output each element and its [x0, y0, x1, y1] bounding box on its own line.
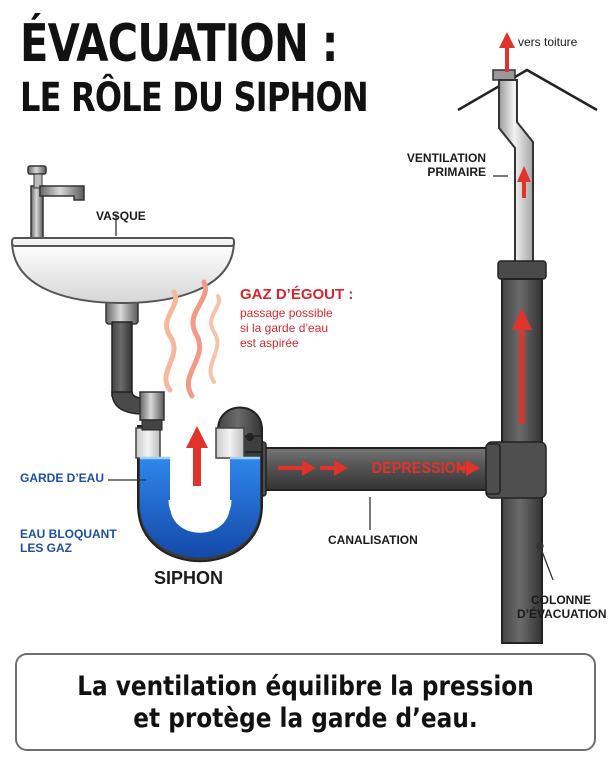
title-line-1: ÉVACUATION :	[20, 14, 338, 74]
siphon-body	[135, 406, 263, 563]
faucet	[27, 165, 85, 239]
primary-vent-pipe	[492, 69, 534, 263]
water-seal	[140, 456, 260, 558]
drain-pipe	[105, 297, 165, 431]
gas-description-line-2: si la garde d’eau	[240, 321, 329, 335]
label-water-blocking-gas: EAU BLOQUANT LES GAZ	[20, 527, 117, 556]
label-column-line-2: D’ÉVACUATION	[517, 606, 607, 621]
sewer-gas-wisps	[163, 279, 222, 399]
title-line-2: LE RÔLE DU SIPHON	[20, 75, 369, 121]
column-arrow	[512, 308, 532, 424]
caption-line-2: et protège la garde d’eau.	[133, 703, 478, 735]
label-water-seal: GARDE D’EAU	[20, 471, 105, 485]
depression-arrows	[278, 460, 480, 476]
label-sewer-gas-description: passage possible si la garde d’eau est a…	[240, 306, 333, 351]
label-to-roof: vers toiture	[518, 35, 578, 49]
gas-description-line-1: passage possible	[240, 306, 333, 320]
label-column-line-1: COLONNE	[531, 593, 591, 607]
label-sewer-gas: GAZ D’ÉGOUT :	[240, 286, 354, 303]
label-primary-vent-line-2: PRIMAIRE	[427, 164, 486, 179]
caption-line-1: La ventilation équilibre la pression	[77, 671, 534, 702]
leader-lines	[108, 175, 554, 581]
label-water-blocking-line-1: EAU BLOQUANT	[20, 527, 117, 541]
gas-up-arrow	[186, 426, 208, 486]
gas-description-line-3: est aspirée	[240, 336, 299, 350]
sink-basin	[10, 237, 236, 305]
caption-text: La ventilation équilibre la pression et …	[17, 671, 594, 736]
roof-outline	[457, 68, 598, 112]
label-evacuation-column: COLONNE D’ÉVACUATION	[517, 593, 607, 622]
label-primary-vent: VENTILATION PRIMAIRE	[392, 151, 486, 180]
page-title: ÉVACUATION : LE RÔLE DU SIPHON	[20, 14, 369, 121]
label-primary-vent-line-1: VENTILATION	[406, 151, 486, 165]
roof-arrow	[499, 32, 515, 72]
caption-box: La ventilation équilibre la pression et …	[15, 653, 596, 751]
label-pipe: CANALISATION	[328, 533, 418, 547]
label-depression: DÉPRESSION	[371, 460, 467, 477]
vent-arrow	[517, 166, 531, 198]
label-siphon: SIPHON	[154, 568, 224, 588]
label-basin: VASQUE	[96, 209, 146, 223]
label-water-blocking-line-2: LES GAZ	[20, 540, 73, 555]
